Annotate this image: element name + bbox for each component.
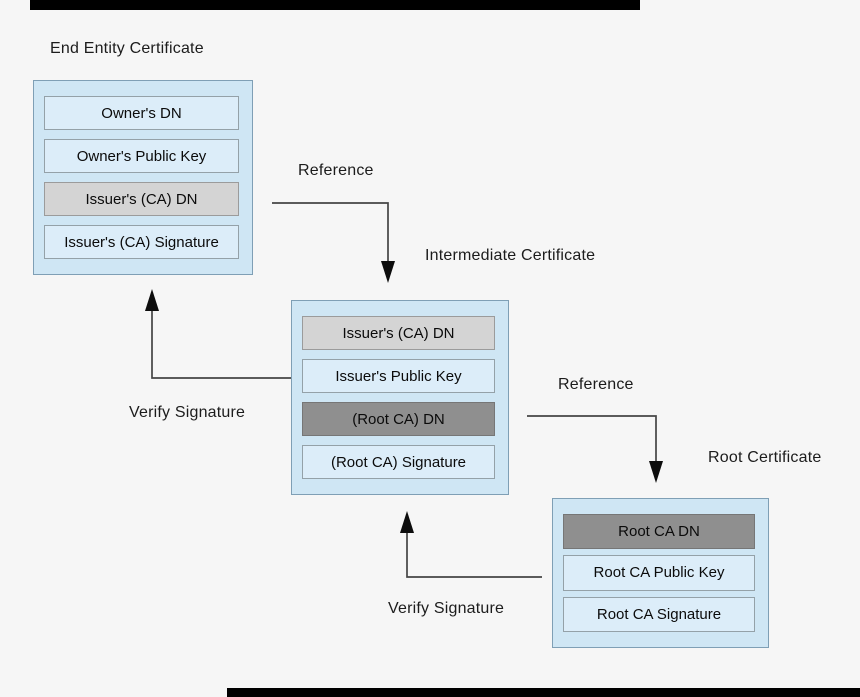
cert-row-root-ca-signature-intermediate: (Root CA) Signature [302, 445, 495, 479]
cert-row-owners-public-key: Owner's Public Key [44, 139, 239, 173]
verify-signature-label-1: Verify Signature [129, 404, 246, 421]
cert-row-issuers-ca-dn-intermediate: Issuer's (CA) DN [302, 316, 495, 350]
end-entity-certificate-title: End Entity Certificate [50, 40, 204, 57]
top-edge-bar [30, 0, 640, 10]
root-certificate-box: Root CA DN Root CA Public Key Root CA Si… [552, 498, 769, 648]
end-entity-certificate-box: Owner's DN Owner's Public Key Issuer's (… [33, 80, 253, 275]
intermediate-certificate-box: Issuer's (CA) DN Issuer's Public Key (Ro… [291, 300, 509, 495]
reference-label-1: Reference [298, 162, 374, 179]
reference-arrow-2 [527, 415, 663, 483]
cert-row-root-ca-signature: Root CA Signature [563, 596, 755, 632]
cert-row-issuers-ca-dn: Issuer's (CA) DN [44, 182, 239, 216]
cert-row-root-ca-dn: Root CA DN [563, 514, 755, 550]
cert-row-issuers-ca-signature: Issuer's (CA) Signature [44, 225, 239, 259]
verify-signature-arrow-2 [400, 511, 542, 578]
cert-row-root-ca-public-key: Root CA Public Key [563, 555, 755, 591]
bottom-edge-bar [227, 688, 860, 697]
root-certificate-title: Root Certificate [708, 449, 822, 466]
verify-signature-arrow-1 [145, 289, 291, 379]
intermediate-certificate-title: Intermediate Certificate [425, 247, 596, 264]
cert-row-owners-dn: Owner's DN [44, 96, 239, 130]
verify-signature-label-2: Verify Signature [388, 600, 505, 617]
cert-row-issuers-public-key: Issuer's Public Key [302, 359, 495, 393]
reference-label-2: Reference [558, 376, 634, 393]
reference-arrow-1 [272, 202, 395, 283]
cert-row-root-ca-dn-intermediate: (Root CA) DN [302, 402, 495, 436]
